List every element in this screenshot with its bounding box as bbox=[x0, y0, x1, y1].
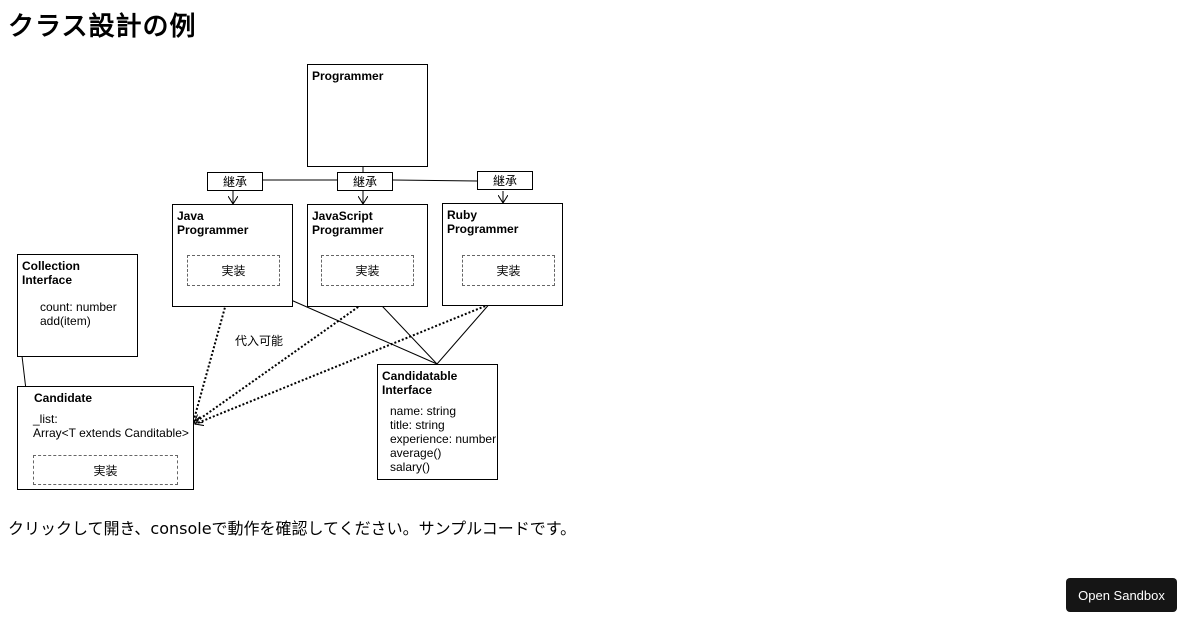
inherit-label-java: 継承 bbox=[207, 172, 263, 191]
java-impl-section: 実装 bbox=[187, 255, 280, 286]
open-sandbox-button[interactable]: Open Sandbox bbox=[1066, 578, 1177, 612]
page-title: クラス設計の例 bbox=[8, 12, 197, 42]
candidatable-interface-title: Candidatable Interface bbox=[382, 369, 458, 397]
candidate-member-type: Array<T extends Canditable> bbox=[33, 426, 189, 440]
collection-members: count: number add(item) bbox=[40, 300, 117, 328]
candidate-class-box: Candidate _list: Array<T extends Candita… bbox=[17, 386, 194, 490]
candidate-member-list: _list: bbox=[33, 412, 58, 426]
javascript-programmer-box: JavaScript Programmer 実装 bbox=[307, 204, 428, 307]
inherit-label-javascript: 継承 bbox=[337, 172, 393, 191]
programmer-title: Programmer bbox=[312, 69, 384, 83]
candidatable-member-experience: experience: number bbox=[390, 432, 497, 446]
impl-arrow-java bbox=[275, 293, 438, 365]
candidatable-member-title: title: string bbox=[390, 418, 445, 432]
java-programmer-box: Java Programmer 実装 bbox=[172, 204, 293, 307]
page-description: クリックして開き、consoleで動作を確認してください。サンプルコードです。 bbox=[8, 519, 577, 538]
candidatable-member-average: average() bbox=[390, 446, 442, 460]
candidatable-members: name: string title: string experience: n… bbox=[390, 404, 496, 474]
candidatable-interface-box: Candidatable Interface name: string titl… bbox=[377, 364, 498, 480]
assign-arrow-javascript bbox=[194, 299, 369, 424]
java-programmer-title: Java Programmer bbox=[177, 209, 249, 237]
collection-interface-box: Collection Interface count: number add(i… bbox=[17, 254, 138, 357]
candidate-title: Candidate bbox=[34, 391, 93, 405]
collection-member-count: count: number bbox=[40, 300, 117, 314]
programmer-class-box: Programmer bbox=[307, 64, 428, 167]
ruby-impl-section: 実装 bbox=[462, 255, 555, 286]
candidate-impl-section: 実装 bbox=[33, 455, 178, 485]
inherit-line-right bbox=[392, 179, 478, 182]
candidatable-member-name: name: string bbox=[390, 404, 457, 418]
assign-arrow-ruby bbox=[195, 299, 501, 424]
collection-member-add: add(item) bbox=[40, 314, 91, 328]
assignable-label: 代入可能 bbox=[235, 334, 284, 348]
candidatable-member-salary: salary() bbox=[390, 460, 431, 474]
inherit-label-ruby: 継承 bbox=[477, 171, 533, 190]
ruby-programmer-title: Ruby Programmer bbox=[447, 208, 519, 236]
candidate-members: _list: Array<T extends Canditable> bbox=[33, 412, 189, 440]
javascript-impl-section: 実装 bbox=[321, 255, 414, 286]
collection-interface-title: Collection Interface bbox=[22, 259, 81, 287]
javascript-programmer-title: JavaScript Programmer bbox=[312, 209, 384, 237]
ruby-programmer-box: Ruby Programmer 実装 bbox=[442, 203, 563, 306]
assign-arrow-java bbox=[193, 299, 228, 423]
